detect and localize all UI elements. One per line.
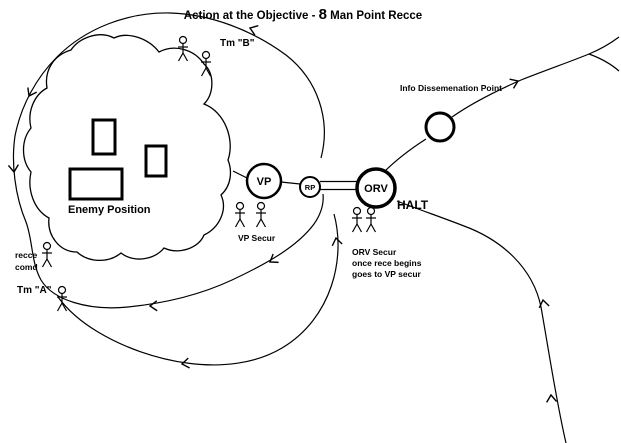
arrowhead-icon <box>148 300 158 312</box>
movement-routes <box>12 12 620 443</box>
halt-label: HALT <box>397 198 429 212</box>
stick-figure-vp-secur-2 <box>255 201 267 228</box>
recce-comd-label-line2: comd <box>15 262 38 272</box>
enemy-position-outline <box>22 34 232 262</box>
page-title-number: 8 <box>319 6 327 23</box>
building-1 <box>91 118 117 156</box>
route-approach <box>396 200 567 443</box>
route-orv-to-info <box>383 138 427 173</box>
enemy-position-label: Enemy Position <box>68 204 151 216</box>
page-title-post: Man Point Recce <box>327 10 422 22</box>
tm-b-label: Tm "B" <box>220 38 255 49</box>
arrowhead-icon <box>546 393 558 403</box>
diagram-labels: Tm "B" Info Dissemenation Point Enemy Po… <box>15 38 502 296</box>
stick-figure-orv-secur-2 <box>365 206 377 233</box>
route-arrowheads <box>7 25 558 403</box>
orv-secur-label-line2: once rece begins <box>352 258 422 268</box>
stick-figure-tm-a <box>56 285 68 312</box>
arrowhead-icon <box>509 78 520 89</box>
arrowhead-icon <box>268 253 279 264</box>
enemy-buildings <box>68 118 168 201</box>
info-dissemination-label: Info Dissemenation Point <box>400 83 502 93</box>
stick-figure-vp-secur-1 <box>234 201 246 228</box>
arrowhead-icon <box>7 164 19 174</box>
route-info-exit-branch <box>588 53 620 72</box>
building-2 <box>144 144 168 178</box>
recce-comd-label-line1: recce <box>15 250 37 260</box>
rp-node <box>299 176 321 198</box>
page-title-pre: Action at the Objective - <box>184 10 319 22</box>
orv-secur-label-line3: goes to VP secur <box>352 269 422 279</box>
info-dissemination-node <box>424 111 456 143</box>
stick-figure-recce-comd <box>41 241 53 268</box>
control-point-nodes: VP RP ORV <box>245 111 456 209</box>
route-info-exit <box>451 36 620 118</box>
orv-node <box>355 167 397 209</box>
orv-label: ORV <box>364 183 388 195</box>
connector-vp-rp <box>280 181 301 185</box>
connector-blob-vp <box>232 170 248 179</box>
vp-label: VP <box>257 176 272 188</box>
stick-figure-orv-secur-1 <box>351 206 363 233</box>
arrowhead-icon <box>27 87 38 98</box>
arrowhead-icon <box>248 25 259 36</box>
page-title: Action at the Objective - 8 Man Point Re… <box>184 6 422 23</box>
arrowhead-icon <box>538 298 550 309</box>
arrowhead-icon <box>180 357 190 369</box>
building-3 <box>68 167 124 201</box>
rp-label: RP <box>305 183 315 192</box>
arrowhead-icon <box>331 236 343 247</box>
tm-a-label: Tm "A" <box>17 285 52 296</box>
route-objective-loop <box>12 12 325 309</box>
orv-secur-label-line1: ORV Secur <box>352 247 397 257</box>
route-outer-sweep <box>57 213 339 366</box>
vp-secur-label: VP Secur <box>238 233 276 243</box>
vp-node <box>245 162 283 200</box>
